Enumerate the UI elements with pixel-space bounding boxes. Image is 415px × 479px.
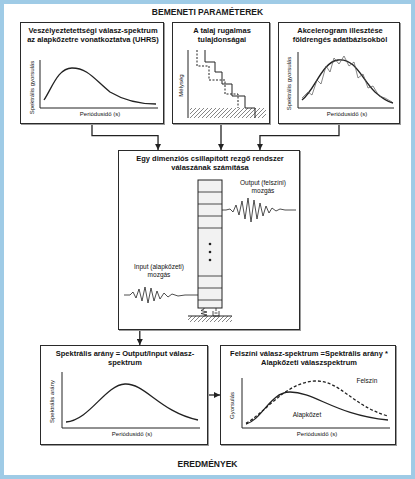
chart-axes bbox=[298, 52, 394, 108]
flow-arrow bbox=[260, 124, 339, 150]
flow-arrow bbox=[208, 394, 220, 395]
axis-label: Periódusidő (s) bbox=[277, 431, 357, 438]
box-heading: A talaj rugalmas tulajdonságai bbox=[177, 26, 267, 44]
dot bbox=[209, 243, 212, 246]
axis-label: Spektrális gyorsulás bbox=[286, 48, 293, 118]
fitted-curve bbox=[302, 56, 392, 102]
spectrum-curve bbox=[44, 68, 156, 104]
spring-symbol bbox=[201, 308, 207, 316]
process-box: Veszélyeztetettségi válasz-spektrum az a… bbox=[20, 22, 164, 124]
box-heading: Akcelerogram illesztése földrengés adatb… bbox=[283, 26, 397, 44]
flow-arrow bbox=[220, 124, 221, 150]
callout-label: Output (felszíni) mozgás bbox=[229, 179, 297, 194]
chart-axes bbox=[242, 378, 390, 428]
layer-lines bbox=[198, 192, 222, 300]
box-heading: Felszíni válasz-spektrum =Spektrális ará… bbox=[225, 349, 393, 367]
axis-label: Gyorsulás bbox=[229, 380, 236, 430]
process-box: A talaj rugalmas tulajdonságaiMélység bbox=[172, 22, 270, 124]
soil-profile bbox=[188, 50, 266, 118]
process-box: Spektrális arány = Output/Input válasz-s… bbox=[40, 345, 208, 445]
bedrock-curve bbox=[246, 392, 388, 424]
diagram-title: BEMENETI PARAMÉTEREK bbox=[58, 7, 358, 17]
base-hatch bbox=[188, 316, 232, 322]
dot bbox=[209, 259, 212, 262]
process-box: Egy dimenziós csillapított rezgő rendsze… bbox=[118, 150, 300, 330]
ratio-curve bbox=[66, 384, 198, 422]
axis-label: Periódusidő (s) bbox=[307, 111, 387, 118]
input-seismogram bbox=[124, 287, 198, 303]
surface-chart bbox=[242, 378, 390, 428]
dashpot-symbol bbox=[213, 308, 219, 316]
column-body bbox=[198, 180, 222, 308]
target-curve bbox=[302, 60, 393, 103]
box-heading: Spektrális arány = Output/Input válasz-s… bbox=[45, 349, 205, 367]
output-seismogram bbox=[226, 198, 296, 222]
uhrs-chart bbox=[40, 60, 158, 108]
axis-label: Periódusidő (s) bbox=[92, 431, 172, 438]
process-box: Felszíni válasz-spektrum =Spektrális ará… bbox=[220, 345, 396, 445]
chart-axes bbox=[40, 60, 158, 108]
fit-chart bbox=[298, 52, 394, 108]
callout-label: Input (alapkőzeti) mozgás bbox=[125, 263, 193, 278]
box-heading: Egy dimenziós csillapított rezgő rendsze… bbox=[123, 154, 297, 172]
velocity-profile bbox=[205, 50, 255, 118]
flow-arrow bbox=[92, 124, 158, 150]
box-heading: Veszélyeztetettségi válasz-spektrum az a… bbox=[25, 26, 161, 44]
process-box: Akcelerogram illesztése földrengés adatb… bbox=[278, 22, 400, 124]
axis-label: Mélység bbox=[178, 60, 185, 110]
velocity-profile bbox=[197, 50, 238, 108]
axis-label: Periódusidő (s) bbox=[60, 111, 140, 118]
output-link bbox=[222, 210, 226, 211]
section-label: EREDMÉNYEK bbox=[108, 459, 308, 469]
surface-curve bbox=[246, 381, 388, 423]
ratio-chart bbox=[62, 372, 200, 428]
depth-axis bbox=[188, 50, 189, 118]
axis-label: Spektrális gyorsulás bbox=[29, 52, 36, 122]
callout-label: Alapkőzet bbox=[285, 411, 329, 419]
callout-label: Felszín bbox=[347, 377, 387, 385]
flow-arrow bbox=[139, 330, 140, 345]
dot bbox=[209, 251, 212, 254]
chart-axes bbox=[62, 372, 200, 428]
soil-column bbox=[124, 180, 296, 322]
axis-label: Spektrális arány bbox=[49, 370, 56, 432]
